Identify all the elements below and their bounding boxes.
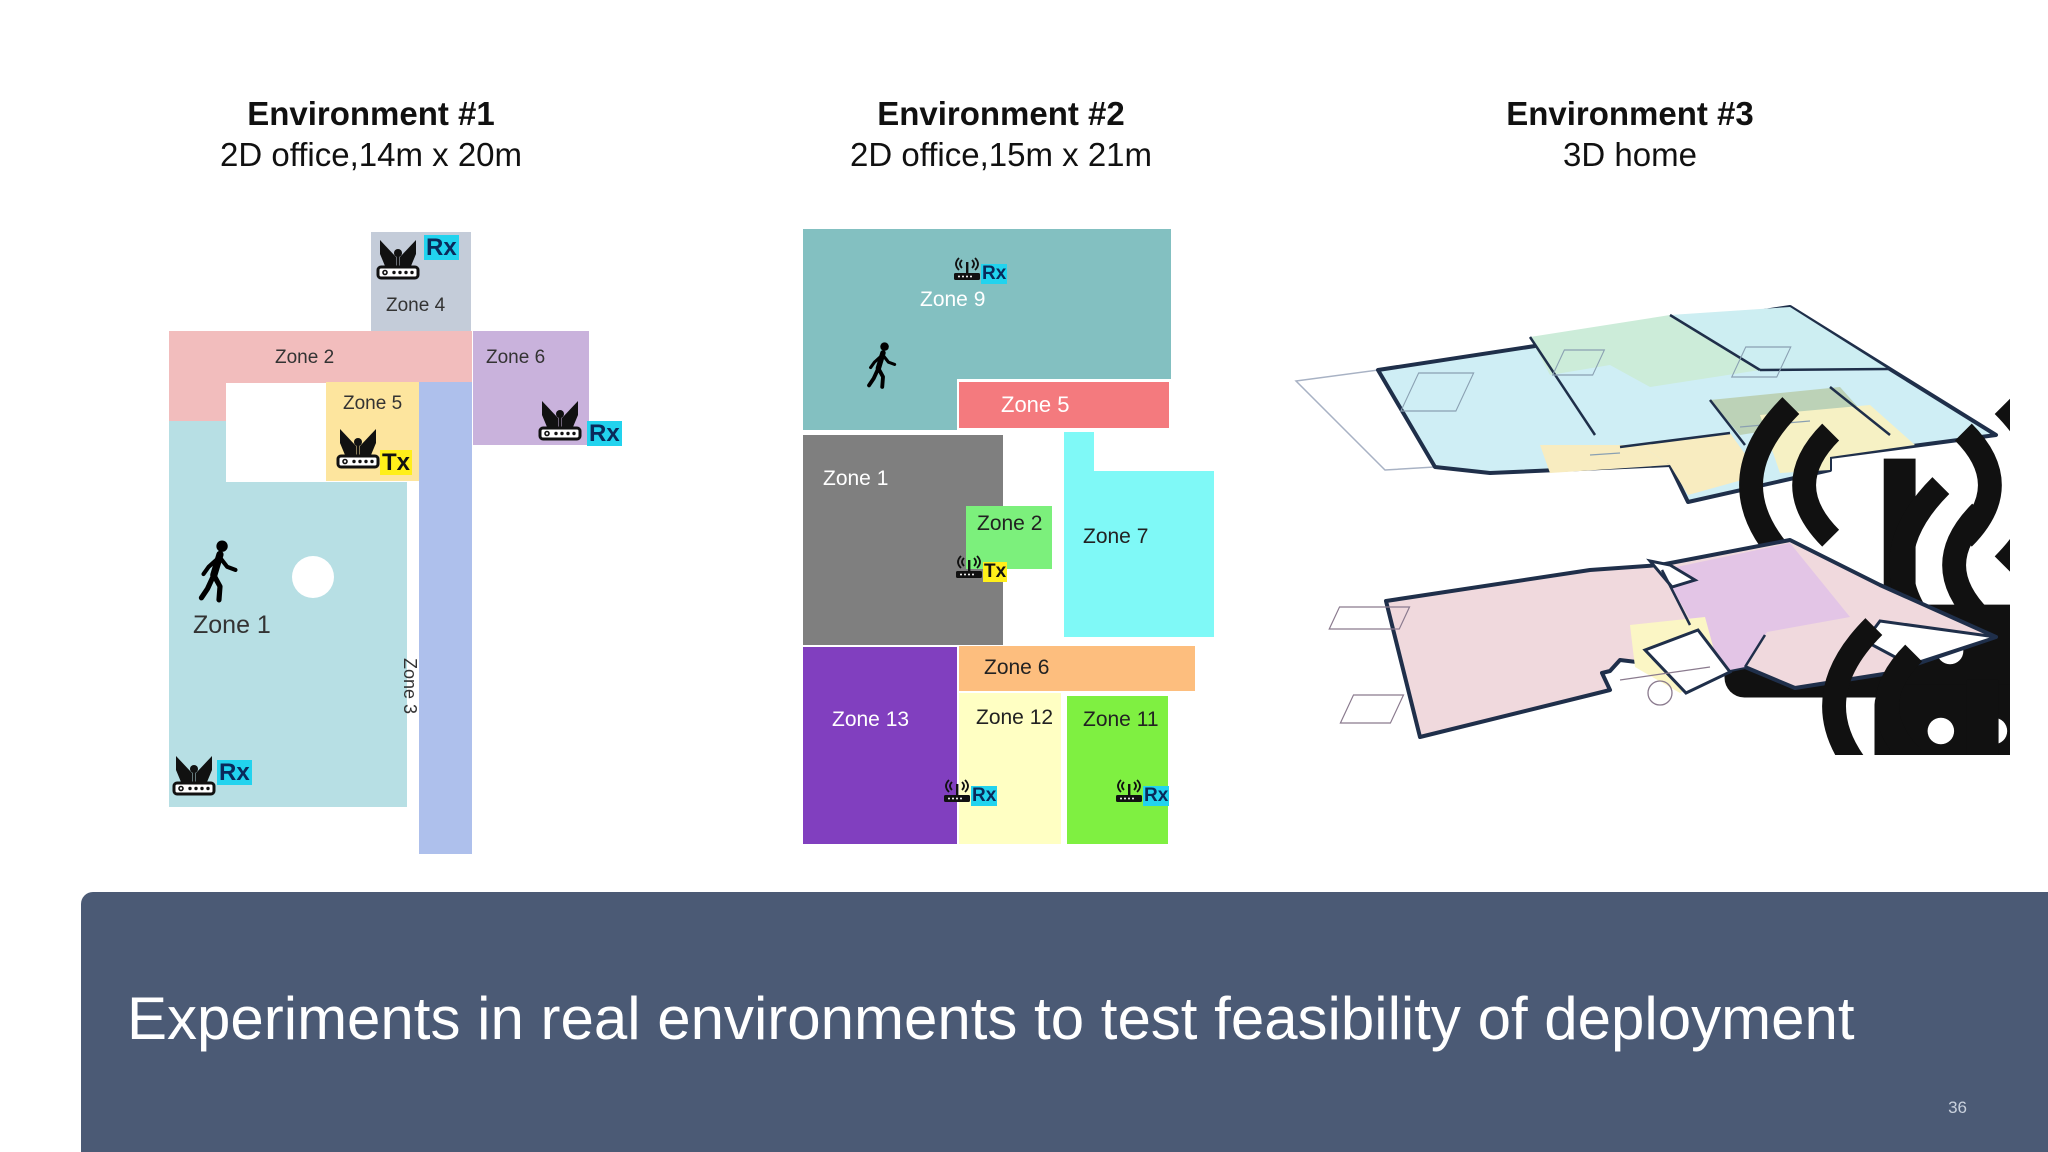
env2-zone-11-label: Zone 11 xyxy=(1083,708,1159,731)
env2-rx-top-tag: Rx xyxy=(981,263,1008,284)
env1-rx-top-tag: Rx xyxy=(424,234,459,261)
env1-zone-2-label: Zone 2 xyxy=(275,347,335,368)
env2-title: Environment #2 xyxy=(877,95,1125,132)
env3-subtitle: 3D home xyxy=(1563,136,1697,173)
env2-rx-bottom-right-router-icon xyxy=(1115,778,1143,804)
env2-title-block: Environment #2 2D office,15m x 21m xyxy=(741,94,1261,176)
env3-upper-floor xyxy=(1294,305,2010,755)
env1-rx-bottom-router-icon xyxy=(172,753,216,797)
footer-headline: Experiments in real environments to test… xyxy=(127,985,1855,1052)
env2-zone-6 xyxy=(959,646,1195,691)
env3-lower-floor xyxy=(1328,538,2010,755)
env2-rx-bottom-left-tag: Rx xyxy=(971,785,998,806)
env1-zone-4-label: Zone 4 xyxy=(386,295,446,316)
env1-zone-3 xyxy=(419,382,472,854)
env2-zone-5 xyxy=(959,382,1169,428)
env2-rx-bottom-left-router-icon xyxy=(943,778,971,804)
env2-zone-7-top xyxy=(1064,432,1094,472)
env1-zone-1-strip xyxy=(169,421,226,483)
env2-zone-11 xyxy=(1067,696,1168,844)
env2-zone-6-label: Zone 6 xyxy=(984,656,1050,679)
env1-tx-tag: Tx xyxy=(380,449,413,476)
env2-tx-router-icon xyxy=(955,554,983,580)
env1-title: Environment #1 xyxy=(247,95,495,132)
env2-zone-9-label: Zone 9 xyxy=(920,288,986,311)
env1-person-walking-icon xyxy=(198,540,242,604)
env2-zone-2 xyxy=(966,506,1052,569)
env2-zone-7-label: Zone 7 xyxy=(1083,525,1149,548)
env1-zone-1-label: Zone 1 xyxy=(193,611,271,639)
env2-subtitle: 2D office,15m x 21m xyxy=(849,136,1153,173)
env2-rx-bottom-right-tag: Rx xyxy=(1143,785,1170,806)
env2-rx-top-router-icon xyxy=(953,256,981,282)
footer-banner: Experiments in real environments to test… xyxy=(81,892,2048,1152)
env1-zone-2 xyxy=(169,331,472,383)
env1-zone-1 xyxy=(169,482,407,807)
page-number: 36 xyxy=(1948,1098,1967,1117)
env1-zone-5-label: Zone 5 xyxy=(343,393,403,414)
env2-tx-tag: Tx xyxy=(983,561,1008,582)
env2-zone-9 xyxy=(803,229,1171,379)
env2-zone-13-label: Zone 13 xyxy=(832,708,910,731)
env2-person-walking-icon xyxy=(867,342,899,390)
env3-title: Environment #3 xyxy=(1506,95,1754,132)
env1-zone-2-left xyxy=(169,382,226,422)
env2-zone-13 xyxy=(803,647,957,844)
env1-rx-right-router-icon xyxy=(538,398,582,442)
env3-3d-home-illustration xyxy=(1294,305,2010,755)
env2-zone-12-label: Zone 12 xyxy=(976,706,1054,729)
env1-tx-router-icon xyxy=(336,426,380,470)
env1-rx-right-tag: Rx xyxy=(587,420,622,447)
env1-rx-top-router-icon xyxy=(376,237,420,281)
env1-zone-3-label: Zone 3 xyxy=(400,658,420,715)
env1-table-circle xyxy=(292,556,334,598)
env1-rx-bottom-tag: Rx xyxy=(217,759,252,786)
env2-zone-5-label: Zone 5 xyxy=(1001,392,1070,417)
env3-title-block: Environment #3 3D home xyxy=(1370,94,1890,176)
env2-zone-9-lower xyxy=(803,378,957,430)
env2-zone-2-label: Zone 2 xyxy=(977,512,1043,535)
env2-zone-1-label: Zone 1 xyxy=(823,467,889,490)
env2-zone-7 xyxy=(1064,471,1214,637)
env1-title-block: Environment #1 2D office,14m x 20m xyxy=(111,94,631,176)
env2-zone-12 xyxy=(959,693,1061,844)
env1-subtitle: 2D office,14m x 20m xyxy=(219,136,523,173)
env1-zone-6-label: Zone 6 xyxy=(486,347,546,368)
